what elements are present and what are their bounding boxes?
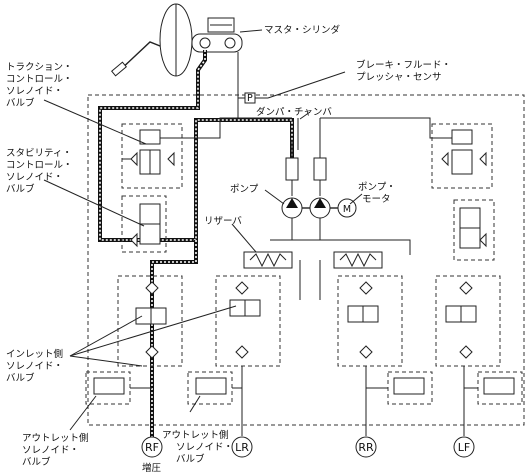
outlet-valve-rr [387,371,433,405]
svg-text:ソレノイド・: ソレノイド・ [6,86,63,97]
svg-text:バルブ: バルブ [6,183,35,195]
svg-text:アウトレット側: アウトレット側 [22,432,89,444]
label-pressure-increase: 増圧 [142,462,162,474]
svg-text:アウトレット側: アウトレット側 [162,429,229,441]
pump-right [309,197,331,219]
outlet-valve-lr [187,371,233,405]
sensor-symbol: P [247,93,253,104]
pressure-sensor [237,52,346,120]
label-reservoir: リザーバ [204,216,242,227]
svg-text:インレット側: インレット側 [6,348,63,360]
inlet-valve-rr-group [337,275,403,367]
wheel-lf: LF [453,436,475,458]
outlet-valve-lf [477,371,523,405]
wheel-lf-label: LF [458,441,470,454]
stability-control-valve-right [453,199,495,261]
svg-text:ポンプ: ポンプ [230,184,259,195]
brake-pedal-assembly [111,3,243,77]
label-pump-motor: ポンプ・ モータ [358,182,396,205]
pump-motor: M [337,198,357,218]
svg-text:コントロール・: コントロール・ [6,74,73,85]
inlet-valve-lf-group [117,275,183,367]
label-brake-fluid-pressure-sensor: ブレーキ・フルード・ プレッシャ・センサ [356,59,451,83]
traction-control-valve-right [431,123,493,189]
reservoir-left [243,251,293,269]
label-master-cylinder: マスタ・シリンダ [264,24,341,36]
svg-text:コントロール・: コントロール・ [6,160,73,171]
svg-text:トラクション・: トラクション・ [6,62,73,73]
svg-text:ソレノイド・: ソレノイド・ [176,442,233,453]
inlet-valve-lr-group [215,275,281,367]
wheel-rr: RR [355,436,377,458]
svg-text:リザーバ: リザーバ [204,216,242,227]
svg-text:スタビリティ・: スタビリティ・ [6,148,72,159]
label-stability-control-valve: スタビリティ・ コントロール・ ソレノイド・ バルブ [6,148,73,195]
outlet-valve-rf [85,371,131,405]
motor-symbol: M [343,204,351,215]
svg-text:プレッシャ・センサ: プレッシャ・センサ [356,72,442,83]
inlet-valve-lf2-group [435,275,501,367]
pump-left [281,197,303,219]
label-outlet-valve-right: アウトレット側 ソレノイド・ バルブ [162,429,233,465]
svg-text:バルブ: バルブ [176,453,205,465]
wheel-lr: LR [231,436,253,458]
internal-lines [160,117,452,300]
label-damper-chamber: ダンパ・チャンバ [256,106,332,118]
svg-text:バルブ: バルブ [6,97,35,109]
wheel-rf: RF [141,436,163,458]
svg-text:ソレノイド・: ソレノイド・ [6,172,63,183]
traction-control-valve-left [121,123,183,189]
wheel-rf-label: RF [145,441,159,454]
damper-chamber-right [313,140,327,196]
leader-lines [43,99,363,431]
label-outlet-valve-left: アウトレット側 ソレノイド・ バルブ [22,432,89,468]
svg-text:バルブ: バルブ [22,456,51,468]
wheel-lines [130,366,478,436]
wheel-rr-label: RR [358,441,374,454]
svg-text:モータ: モータ [362,194,391,205]
svg-text:ソレノイド・: ソレノイド・ [6,361,63,372]
label-pump: ポンプ [230,184,259,195]
damper-chamber-left [285,140,299,196]
svg-text:マスタ・シリンダ: マスタ・シリンダ [264,24,341,36]
svg-text:バルブ: バルブ [6,372,35,384]
svg-text:ソレノイド・: ソレノイド・ [22,445,79,456]
label-inlet-valve: インレット側 ソレノイド・ バルブ [6,348,63,384]
wheel-lr-label: LR [235,441,249,454]
stability-control-valve-left [121,195,167,253]
svg-text:ダンパ・チャンバ: ダンパ・チャンバ [256,106,332,118]
label-traction-control-valve: トラクション・ コントロール・ ソレノイド・ バルブ [6,62,73,109]
svg-text:ポンプ・: ポンプ・ [358,182,396,193]
hcu-boundary [87,94,525,426]
svg-text:ブレーキ・フルード・: ブレーキ・フルード・ [356,59,451,71]
reservoir-right [333,251,383,269]
svg-text:増圧: 増圧 [142,462,162,474]
